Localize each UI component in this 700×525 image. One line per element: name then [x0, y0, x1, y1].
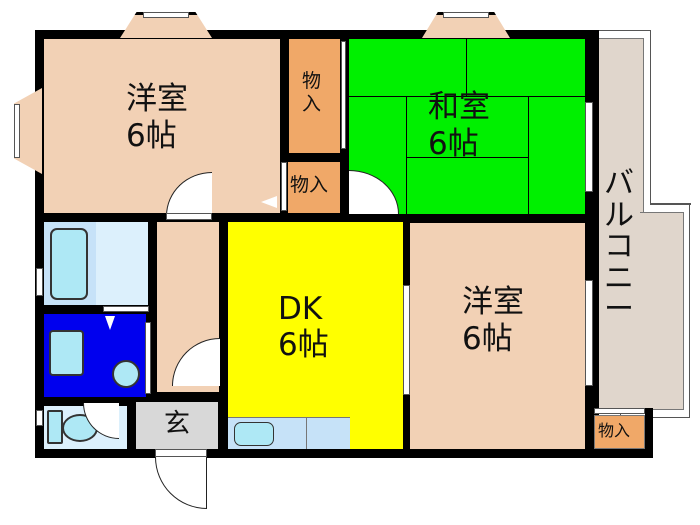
storage-3 — [594, 415, 645, 449]
bathtub-icon — [50, 228, 88, 300]
storage-2 — [288, 162, 340, 213]
entrance-label: 玄 — [164, 409, 191, 439]
western-room-2 — [410, 223, 585, 449]
dk-room — [228, 222, 403, 449]
dk-name: DK — [278, 291, 323, 327]
toilet-window — [36, 410, 43, 426]
western-room-2-name: 洋室 — [462, 284, 524, 320]
hallway-top-door[interactable] — [166, 213, 212, 220]
washroom-door[interactable] — [103, 306, 149, 312]
tatami-line — [349, 96, 585, 97]
tatami-line — [528, 96, 529, 214]
dk-size: 6帖 — [278, 327, 329, 363]
western-room-1-size: 6帖 — [126, 118, 177, 154]
washing-machine-icon — [112, 360, 140, 388]
washroom-sliding-door[interactable] — [145, 322, 151, 394]
storage-1-window — [341, 41, 346, 149]
storage-1 — [289, 39, 340, 153]
storage-3-wall-bottom — [594, 449, 653, 458]
toilet-tank-icon — [47, 410, 63, 444]
storage-3-door[interactable] — [594, 408, 645, 414]
washbasin-icon — [49, 330, 84, 376]
storage-2-door[interactable] — [281, 162, 287, 211]
balcony-extension — [640, 212, 684, 410]
front-door-frame — [155, 449, 207, 457]
door-marker-icon — [261, 196, 277, 208]
balcony-label: バ ル コ ニ ー — [604, 166, 634, 327]
bath-window — [36, 268, 43, 296]
balcony-outline-step — [650, 203, 691, 205]
storage-3-label: 物入 — [598, 421, 631, 440]
bay-window-1-glass — [143, 12, 189, 18]
sink-icon — [234, 422, 274, 446]
western-room-2-size: 6帖 — [462, 321, 513, 357]
western-room-2-window — [585, 280, 593, 386]
front-door[interactable] — [155, 457, 207, 509]
door-marker-icon — [105, 316, 115, 330]
storage-1-label: 物 入 — [302, 70, 322, 115]
japanese-room-name: 和室 — [428, 89, 490, 125]
japanese-room-window — [585, 102, 593, 192]
storage-3-wall — [645, 408, 653, 458]
bay-window-3-glass — [14, 104, 20, 158]
tatami-line — [406, 157, 528, 158]
entrance — [136, 402, 218, 449]
tatami-line — [406, 96, 407, 214]
western-room-1-name: 洋室 — [126, 81, 188, 117]
storage-2-label: 物入 — [290, 174, 329, 196]
western-room-1 — [44, 39, 280, 213]
tatami-line — [466, 39, 467, 96]
japanese-room — [349, 39, 585, 214]
bay-window-2-glass — [443, 12, 489, 18]
balcony — [596, 38, 644, 410]
japanese-room-size: 6帖 — [428, 126, 479, 162]
counter-divider — [306, 417, 307, 449]
dk-sliding-door[interactable] — [403, 285, 410, 395]
